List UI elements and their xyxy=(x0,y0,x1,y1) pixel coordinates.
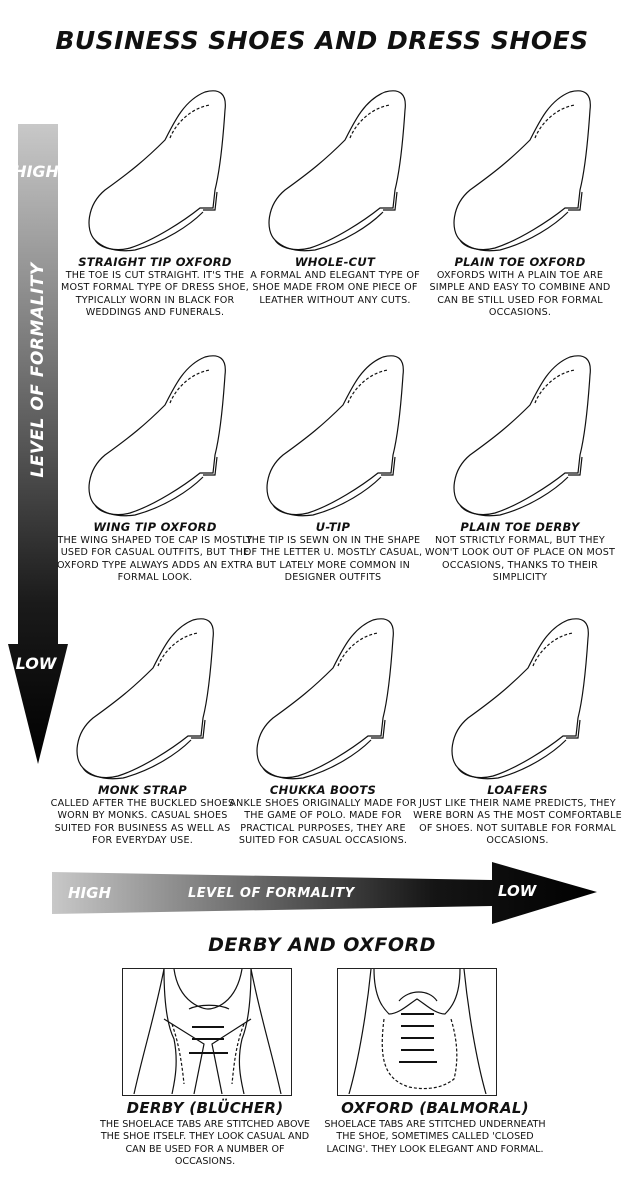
shoe-card-u-tip: U-TIP The tip is sewn on in the shape of… xyxy=(238,345,428,585)
shoe-name: WHOLE-CUT xyxy=(294,255,376,269)
page-title: BUSINESS SHOES AND DRESS SHOES xyxy=(55,26,589,55)
shoe-card-wing-tip-oxford: WING TIP OXFORD The wing shaped toe cap … xyxy=(55,345,255,585)
shoe-description: Called after the buckled shoes worn by m… xyxy=(50,798,235,847)
vertical-high-label: HIGH xyxy=(13,162,59,181)
shoe-name: PLAIN TOE OXFORD xyxy=(454,255,586,269)
straight-tip-oxford-icon xyxy=(55,80,255,255)
shoe-description: A formal and elegant type of shoe made f… xyxy=(250,270,420,306)
horizontal-formality-arrow xyxy=(52,862,597,924)
shoe-description: Not strictly formal, but they won't look… xyxy=(424,535,616,584)
shoe-card-loafers: LOAFERS Just like their name predicts, t… xyxy=(405,608,630,848)
oxford-description: Shoelace tabs are stitched underneath th… xyxy=(324,1119,546,1155)
shoe-name: STRAIGHT TIP OXFORD xyxy=(78,255,232,269)
shoe-card-chukka-boots: CHUKKA BOOTS Ankle shoes originally made… xyxy=(228,608,418,848)
derby-detail: DERBY (BLÜCHER) The shoelace tabs are st… xyxy=(100,968,310,1169)
horizontal-high-label: HIGH xyxy=(68,884,112,902)
monk-strap-icon xyxy=(45,608,240,783)
derby-description: The shoelace tabs are stitched above the… xyxy=(100,1119,310,1168)
shoe-name: LOAFERS xyxy=(487,783,548,797)
vertical-low-label: LOW xyxy=(15,654,57,673)
oxford-name: OXFORD (BALMORAL) xyxy=(341,1099,529,1117)
shoe-description: The tip is sewn on in the shape of the l… xyxy=(243,535,423,584)
shoe-name: PLAIN TOE DERBY xyxy=(460,520,580,534)
comparison-title: DERBY AND OXFORD xyxy=(208,934,436,956)
shoe-description: Oxfords with a plain toe are simple and … xyxy=(429,270,611,319)
u-tip-icon xyxy=(238,345,428,520)
shoe-card-monk-strap: MONK STRAP Called after the buckled shoe… xyxy=(45,608,240,848)
chukka-boots-icon xyxy=(228,608,418,783)
shoe-description: The wing shaped toe cap is mostly used f… xyxy=(57,535,253,584)
derby-name: DERBY (BLÜCHER) xyxy=(126,1099,284,1117)
plain-toe-derby-icon xyxy=(420,345,620,520)
shoe-description: Ankle shoes originally made for the game… xyxy=(229,798,417,847)
shoe-card-whole-cut: WHOLE-CUT A formal and elegant type of s… xyxy=(245,80,425,307)
shoe-description: Just like their name predicts, they were… xyxy=(413,798,622,847)
vertical-axis-label: LEVEL OF FORMALITY xyxy=(28,262,48,478)
shoe-card-plain-toe-oxford: PLAIN TOE OXFORD Oxfords with a plain to… xyxy=(420,80,620,320)
shoe-name: U-TIP xyxy=(315,520,351,534)
shoe-description: The toe is cut straight. It's the most f… xyxy=(60,270,250,319)
oxford-lacing-icon xyxy=(337,968,497,1096)
wing-tip-oxford-icon xyxy=(55,345,255,520)
loafers-icon xyxy=(405,608,630,783)
oxford-detail: OXFORD (BALMORAL) Shoelace tabs are stit… xyxy=(315,968,555,1156)
horizontal-axis-label: LEVEL OF FORMALITY xyxy=(188,886,355,901)
shoe-card-straight-tip-oxford: STRAIGHT TIP OXFORD The toe is cut strai… xyxy=(55,80,255,320)
shoe-name: MONK STRAP xyxy=(97,783,188,797)
derby-lacing-icon xyxy=(122,968,292,1096)
shoe-card-plain-toe-derby: PLAIN TOE DERBY Not strictly formal, but… xyxy=(420,345,620,585)
whole-cut-icon xyxy=(245,80,425,255)
shoe-name: WING TIP OXFORD xyxy=(93,520,217,534)
horizontal-low-label: LOW xyxy=(498,882,537,900)
plain-toe-oxford-icon xyxy=(420,80,620,255)
shoe-name: CHUKKA BOOTS xyxy=(269,783,377,797)
vertical-formality-arrow xyxy=(8,124,68,764)
